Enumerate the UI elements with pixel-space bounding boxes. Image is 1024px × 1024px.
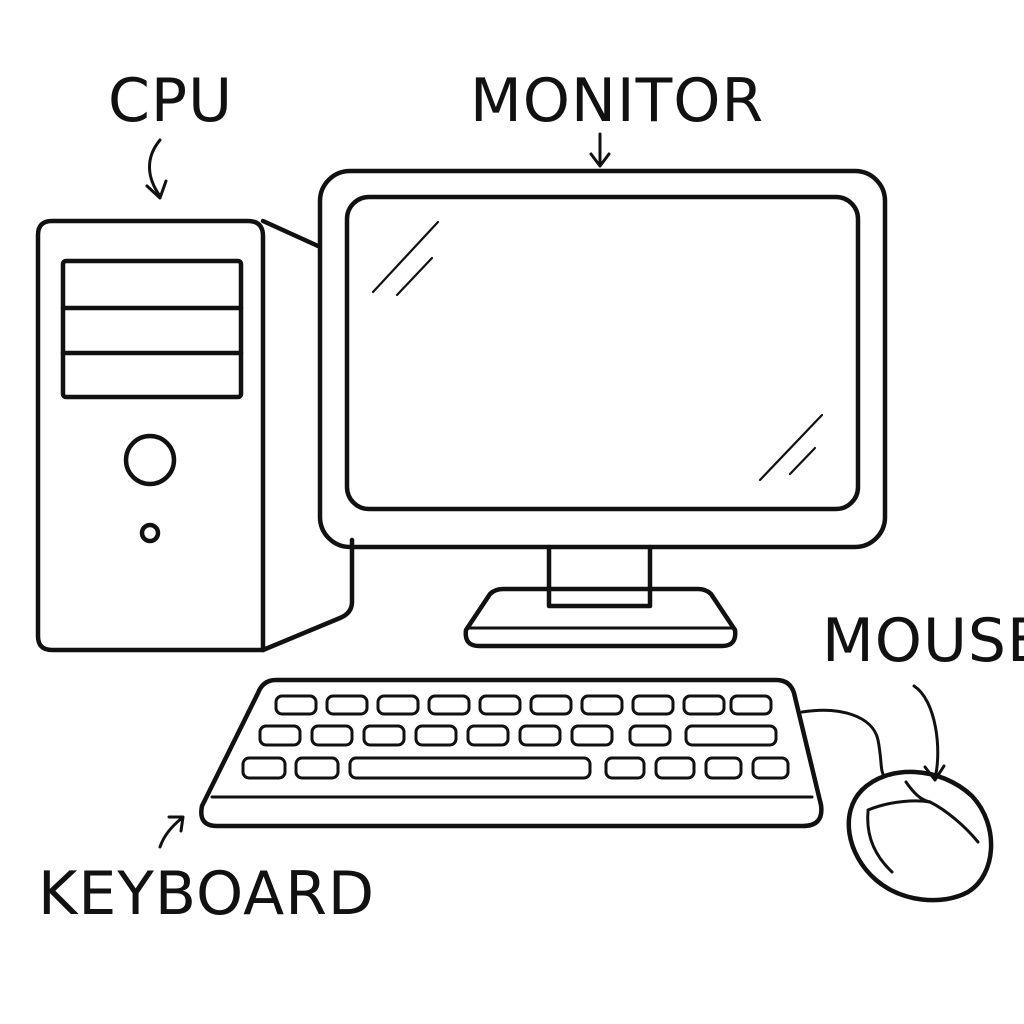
keyboard-icon: [199, 677, 824, 829]
keyboard-row-2: [258, 724, 778, 747]
mouse-icon: [800, 708, 994, 903]
label-monitor: MONITOR: [470, 66, 764, 136]
power-button-icon: [123, 433, 177, 487]
computer-tower-icon: [35, 218, 355, 653]
label-mouse: MOUSE: [822, 606, 1024, 676]
led-indicator-icon: [139, 522, 161, 544]
keyboard-row-3: [241, 756, 790, 780]
arrow-keyboard: [158, 815, 185, 849]
arrow-monitor: [589, 132, 611, 168]
arrow-cpu: [145, 138, 168, 200]
spacebar: [348, 756, 592, 780]
keyboard-row-1: [274, 694, 773, 716]
arrow-mouse: [912, 684, 946, 782]
label-cpu: CPU: [108, 66, 233, 136]
monitor-icon: [317, 168, 888, 649]
monitor-screen: [344, 194, 861, 512]
mouse-cable: [800, 708, 886, 778]
label-keyboard: KEYBOARD: [38, 859, 375, 929]
